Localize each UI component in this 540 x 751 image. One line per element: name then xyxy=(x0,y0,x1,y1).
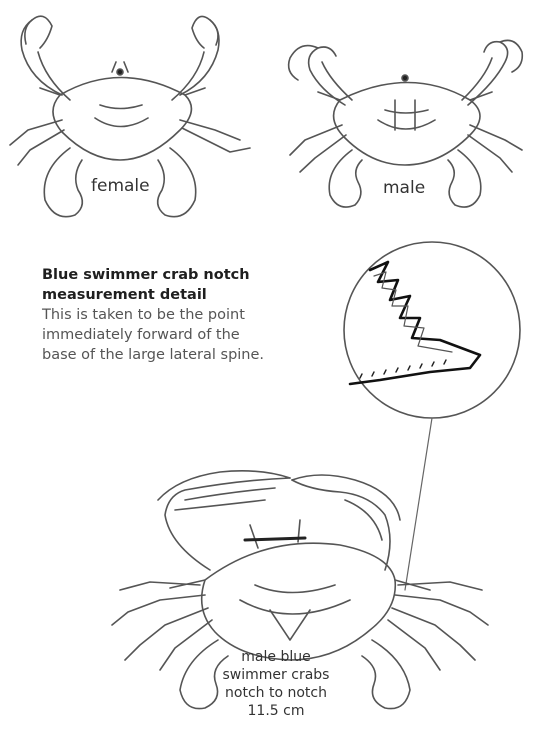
note-title-line-1: Blue swimmer crab notch xyxy=(42,265,342,285)
note-body-line-3: base of the large lateral spine. xyxy=(42,345,342,365)
notch-measurement-note: Blue swimmer crab notch measurement deta… xyxy=(42,265,342,365)
note-body-line-2: immediately forward of the xyxy=(42,325,342,345)
bottom-caption-line-1: male blue xyxy=(196,648,356,666)
bottom-caption-line-2: swimmer crabs xyxy=(196,666,356,684)
note-title-line-2: measurement detail xyxy=(42,285,342,305)
notch-detail-magnifier xyxy=(344,242,520,590)
note-body-line-1: This is taken to be the point xyxy=(42,305,342,325)
female-label: female xyxy=(88,176,153,196)
bottom-caption-line-4: 11.5 cm xyxy=(196,702,356,720)
bottom-crab-caption: male blue swimmer crabs notch to notch 1… xyxy=(196,648,356,720)
bottom-caption-line-3: notch to notch xyxy=(196,684,356,702)
male-label: male xyxy=(380,178,428,198)
